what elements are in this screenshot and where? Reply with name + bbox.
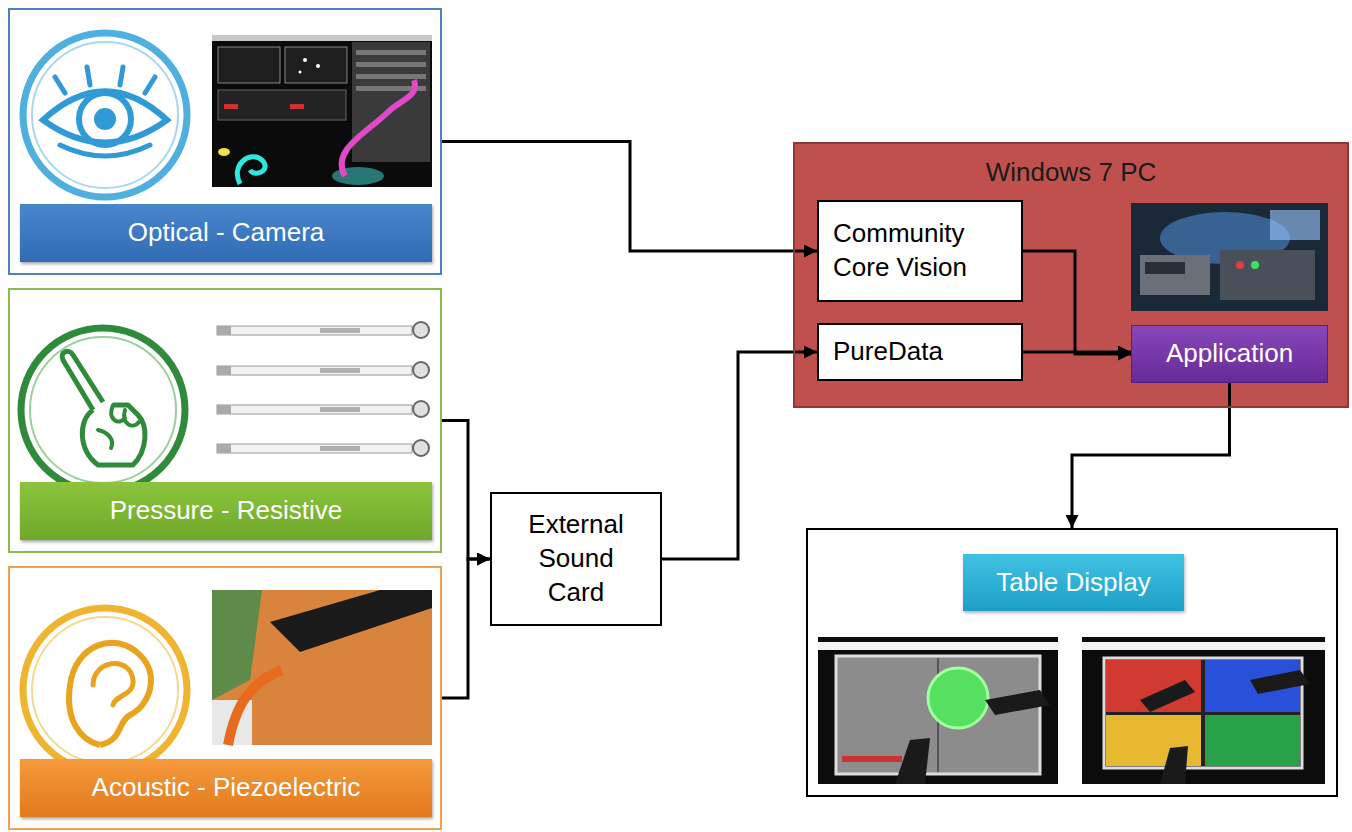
group-title: Windows 7 PC (795, 156, 1347, 190)
sensor-panel: Acoustic - Piezoelectric (8, 566, 442, 830)
process-box: External Sound Card (490, 492, 662, 626)
band-label: Acoustic - Piezoelectric (20, 759, 432, 817)
box-label: PureData (833, 335, 943, 369)
band-label: Pressure - Resistive (20, 482, 432, 540)
software-box: PureData (817, 323, 1023, 381)
box-label: Community Core Vision (833, 217, 1007, 285)
band-label: Table Display (963, 554, 1184, 611)
connector-arrow (442, 559, 490, 698)
band-label: Optical - Camera (20, 204, 432, 262)
eye-icon (23, 33, 187, 197)
connector-arrow (442, 142, 817, 252)
force-sensors (217, 322, 429, 456)
connector-arrow (1023, 351, 1131, 354)
sensor-panel: Optical - Camera (8, 8, 442, 275)
pc-group: Windows 7 PC Community Core VisionPureDat… (793, 142, 1349, 408)
connector-arrow (442, 421, 490, 560)
software-screenshot (212, 35, 432, 187)
sensor-panel: Pressure - Resistive (8, 288, 442, 553)
software-box: Community Core Vision (817, 200, 1023, 302)
display-box: Table Display (806, 528, 1338, 797)
application-box: Application (1131, 325, 1328, 383)
pc-photo (1131, 203, 1328, 311)
connector-arrow (1072, 383, 1230, 528)
piezo-photo (212, 590, 432, 745)
ear-icon (23, 608, 187, 772)
table-photo-1 (818, 637, 1058, 784)
connector-arrow (1023, 251, 1131, 354)
box-label: External Sound Card (512, 508, 640, 609)
table-photo-2 (1082, 637, 1325, 784)
pc-fill (793, 142, 1349, 408)
box-label: Application (1166, 337, 1293, 371)
hand-icon (21, 328, 185, 492)
